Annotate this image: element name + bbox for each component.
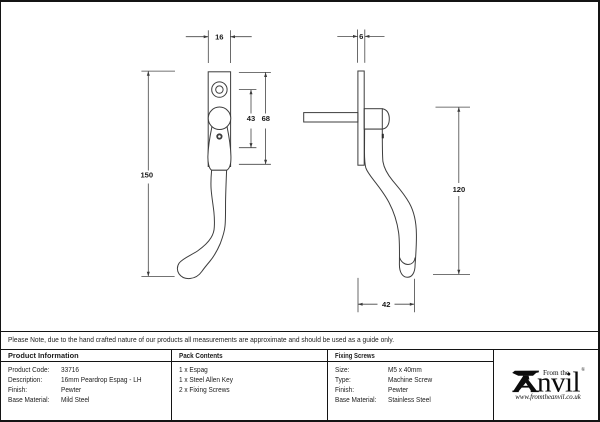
svg-text:68: 68 <box>262 114 270 123</box>
svg-text:6: 6 <box>359 32 363 41</box>
svg-text:From the: From the <box>543 369 569 377</box>
svg-text:www.fromtheanvil.co.uk: www.fromtheanvil.co.uk <box>515 394 581 401</box>
svg-text:nvil: nvil <box>537 367 581 399</box>
svg-text:120: 120 <box>453 185 466 194</box>
svg-text:16: 16 <box>215 32 223 41</box>
svg-text:150: 150 <box>140 171 153 180</box>
svg-text:®: ® <box>581 367 585 373</box>
svg-text:42: 42 <box>382 300 390 309</box>
svg-text:43: 43 <box>247 114 255 123</box>
